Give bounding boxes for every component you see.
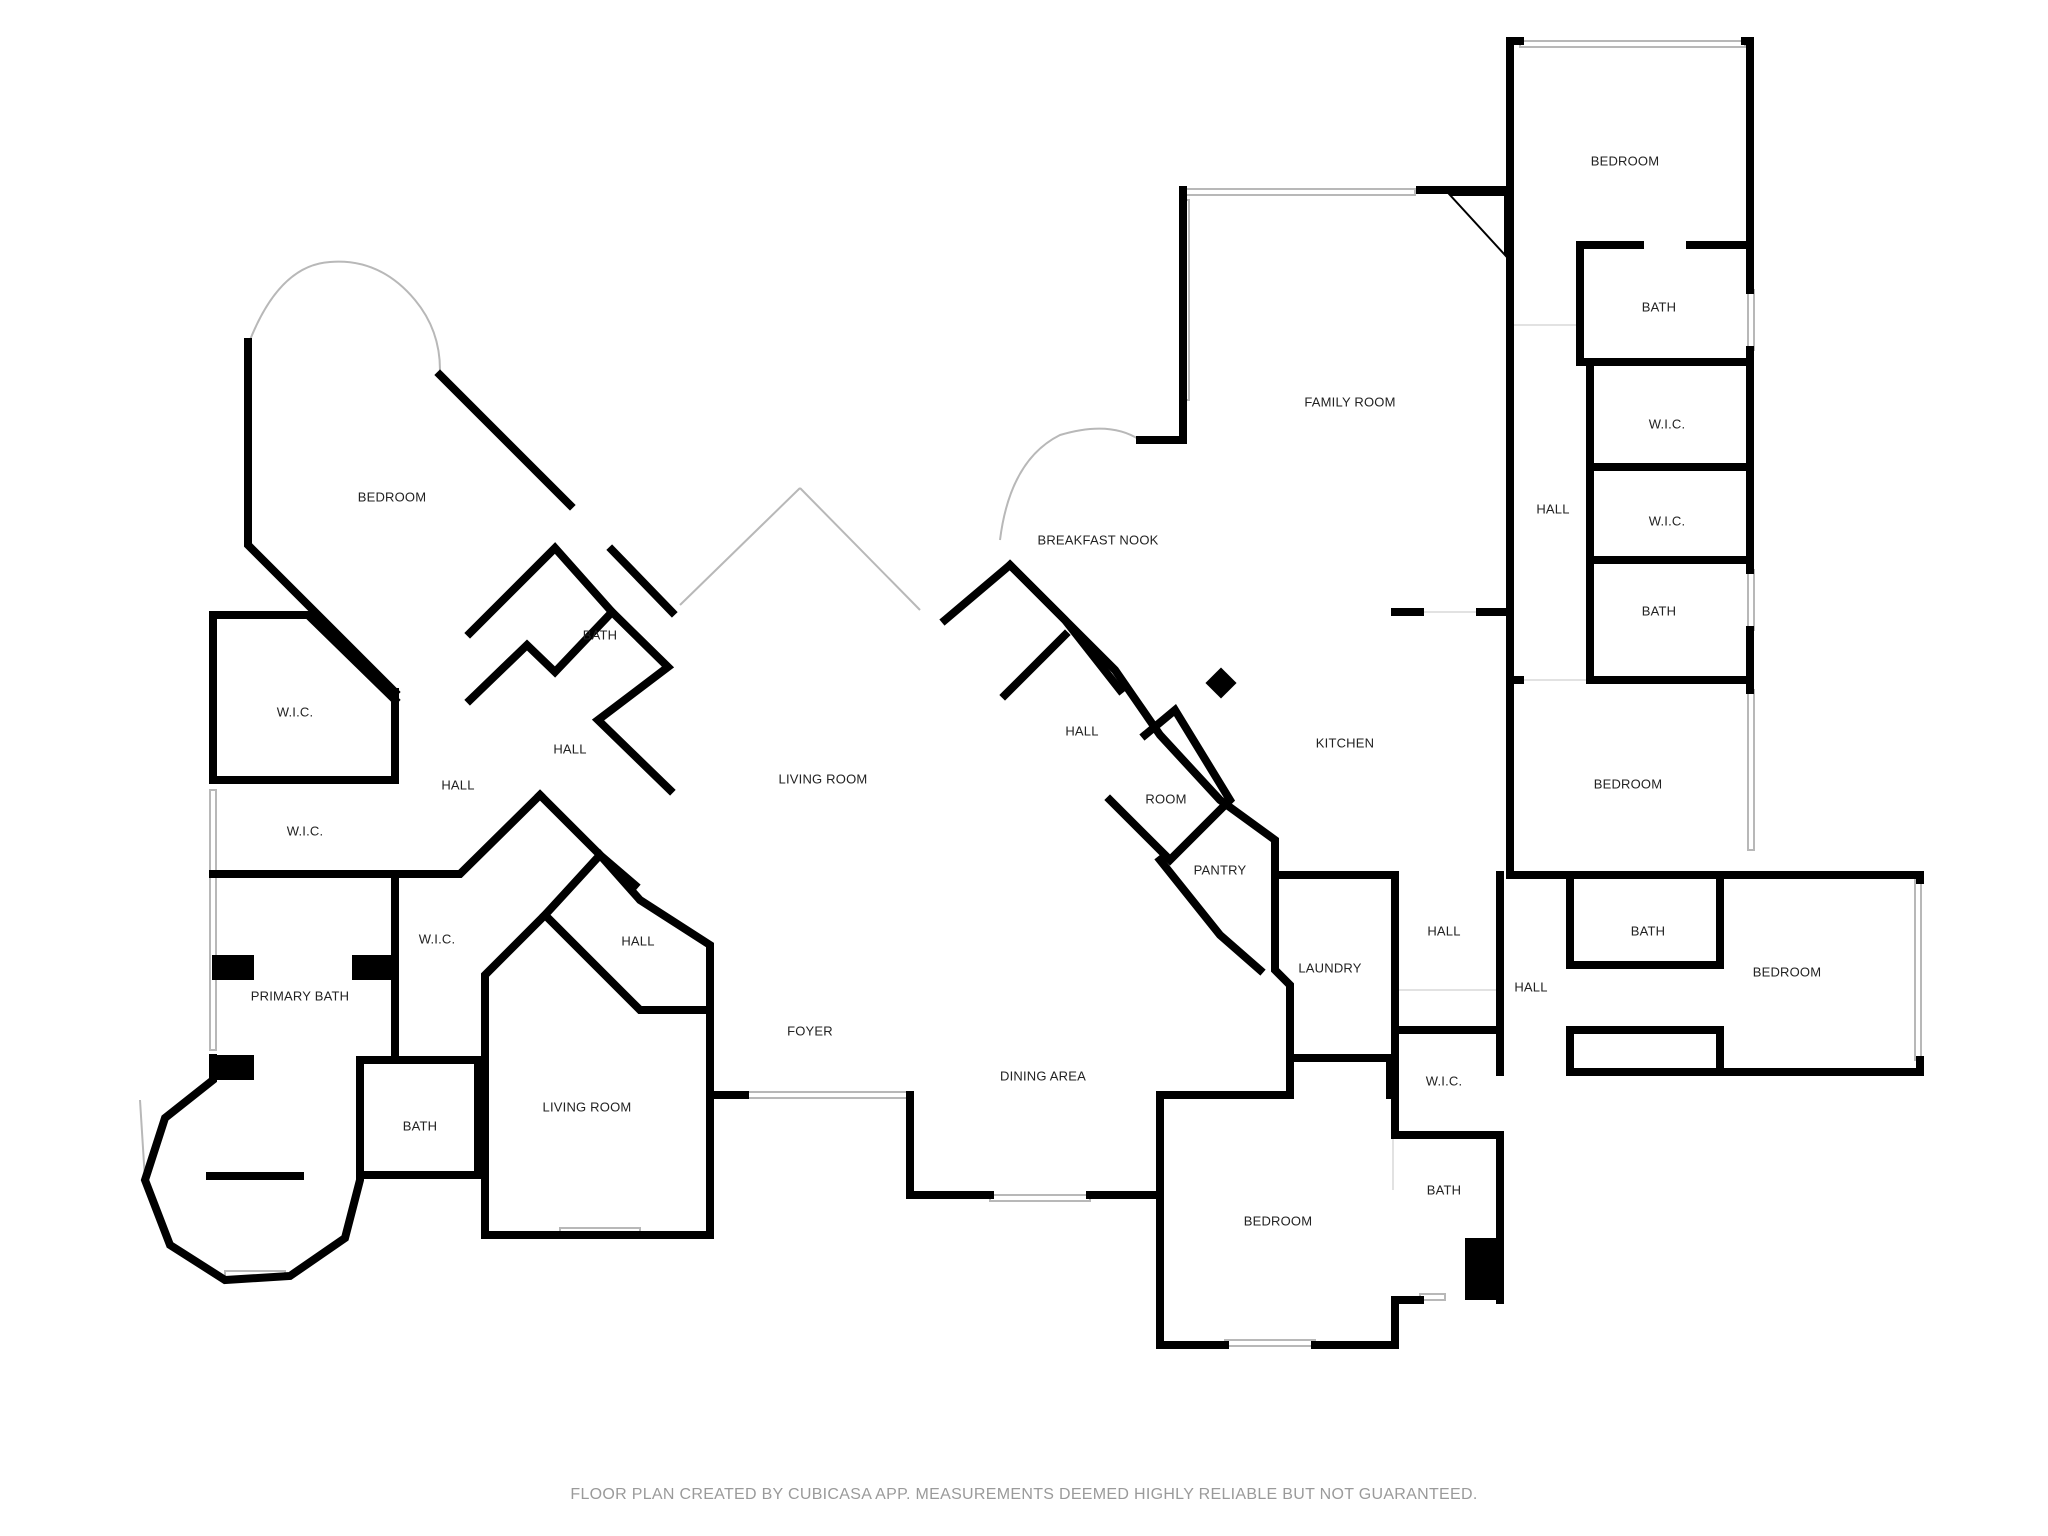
label-hall-lower-center: HALL [621,933,654,948]
wall-hall-left-bottom [391,789,546,878]
window-family-top [1184,188,1416,196]
wall-hall-lower [539,909,714,1014]
label-bath-center-left: BATH [583,627,618,642]
label-hall-center-left: HALL [553,741,586,756]
window-bedroom-bottom [1224,1339,1316,1347]
wall-main-east [939,559,1294,1199]
window-bedroom-ne-top [1519,40,1746,48]
fixture-primary-1 [212,955,254,980]
wall-room-small [1104,703,1236,866]
label-bedroom-bottom: BEDROOM [1244,1213,1313,1228]
wall-living-small [481,849,714,1239]
wall-hall-center-diag [534,789,641,891]
label-pantry: PANTRY [1194,862,1247,877]
label-room-small: ROOM [1145,791,1186,806]
label-living-room-small: LIVING ROOM [543,1099,632,1114]
wall-bedroom-bottom [1156,1191,1229,1349]
window-bedroom-se [1914,879,1922,1061]
label-hall-east-low: HALL [1514,979,1547,994]
label-laundry: LAUNDRY [1298,960,1361,975]
wall-hall-center-top [999,629,1071,701]
wall-hall-center-left [464,542,618,706]
window-primary-bay [139,1099,146,1181]
wall-ne-right [1741,37,1754,294]
wall-breakfast [1004,559,1126,696]
wall-foyer-bottom [906,1091,994,1199]
wall-laundry-bottom [1286,1054,1394,1099]
window-living-ne [799,487,921,611]
wall-bath-center [591,606,676,796]
label-family-room: FAMILY ROOM [1304,394,1395,409]
wall-bedroom-nw-left [244,338,401,698]
wall-bedroom-nw-diag2 [606,544,678,618]
label-bath-bottom: BATH [1427,1182,1462,1197]
label-hall-center: HALL [1065,723,1098,738]
window-bath-ne-low [1747,569,1755,631]
wall-wic-top [209,611,401,706]
window-left-wall [209,789,217,1051]
label-bath-ne-low: BATH [1642,603,1677,618]
label-wic-ne-low: W.I.C. [1649,513,1686,528]
windows [139,40,1922,1347]
wall-se-top [1506,871,1924,884]
label-wic-left-mid: W.I.C. [287,823,324,838]
label-kitchen: KITCHEN [1316,735,1374,750]
footer-disclaimer: FLOOR PLAN CREATED BY CUBICASA APP. MEAS… [570,1486,1478,1503]
label-bedroom-east: BEDROOM [1594,776,1663,791]
label-hall-left: HALL [441,777,474,792]
label-hall-east: HALL [1536,501,1569,516]
wall-primary-bath [140,1054,482,1285]
wall-bath-se [1566,871,1724,969]
label-bath-left-low: BATH [403,1118,438,1133]
window-bath-ne [1747,289,1755,351]
wall-family-left [1136,186,1187,444]
wall-bath-ne-top [1576,241,1754,366]
label-wic-left-low: W.I.C. [419,931,456,946]
column-kitchen [1205,667,1237,699]
label-bath-ne-top: BATH [1642,299,1677,314]
wall-pantry [1154,854,1266,976]
label-bedroom-se: BEDROOM [1753,964,1822,979]
label-dining-area: DINING AREA [1000,1068,1086,1083]
label-wic-bottom: W.I.C. [1426,1073,1463,1088]
label-hall-laundry: HALL [1427,923,1460,938]
label-bedroom-nw: BEDROOM [358,489,427,504]
window-dining [989,1194,1091,1202]
window-breakfast-bay [999,427,1141,541]
window-living-nw [679,487,801,606]
fixture-bath-bottom [1465,1238,1500,1300]
wall-bath-left-low [356,1056,482,1179]
window-foyer [744,1091,911,1099]
window-bedroom-east [1747,689,1755,851]
label-breakfast-nook: BREAKFAST NOOK [1037,532,1158,547]
wall-bedroom-nw-diag [434,369,576,511]
wall-bath-bottom-floor [1311,1296,1424,1349]
fixture-primary-2 [352,955,394,980]
label-primary-bath: PRIMARY BATH [251,988,349,1003]
label-wic-ne-top: W.I.C. [1649,416,1686,431]
wall-laundry [1271,871,1504,1034]
label-bedroom-ne: BEDROOM [1591,153,1660,168]
fixture-primary-3 [212,1055,254,1080]
stairs-family [1447,194,1506,258]
wall-se-bottom [1566,1026,1924,1076]
window-bay-nw [249,260,441,371]
walls [140,37,1924,1349]
label-wic-left-top: W.I.C. [277,704,314,719]
room-labels: BEDROOM BATH HALL W.I.C. W.I.C. HALL W.I… [251,153,1822,1228]
label-living-room-main: LIVING ROOM [779,771,868,786]
label-bath-se: BATH [1631,923,1666,938]
label-foyer: FOYER [787,1023,833,1038]
